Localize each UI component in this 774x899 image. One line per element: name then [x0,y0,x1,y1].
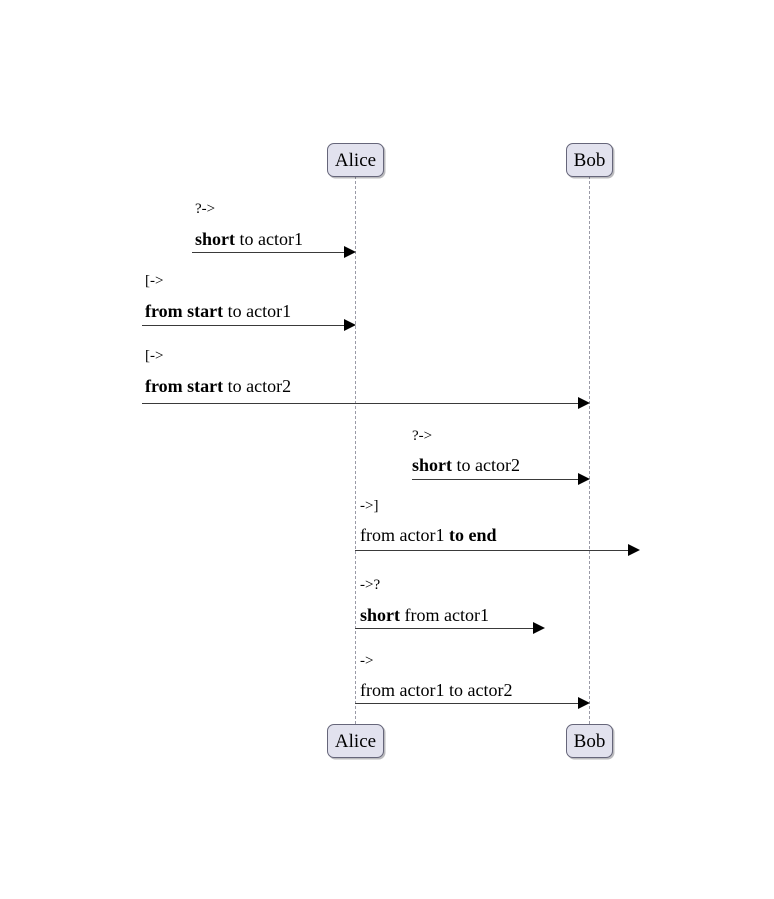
message-7-tag: -> [360,653,374,669]
actor-footer-bob[interactable]: Bob [566,724,613,758]
message-1-label-part-1: short [195,229,235,249]
message-2-arrowhead [344,319,356,331]
message-4-label: short to actor2 [412,456,520,474]
message-4-arrowhead [578,473,590,485]
message-2-label-part-1: from start [145,301,224,321]
message-3-arrowhead [578,397,590,409]
message-3-label-part-1: from start [145,376,224,396]
message-6-label: short from actor1 [360,606,489,624]
lifeline-bob [589,176,590,724]
message-4-tag: ?-> [412,428,433,444]
message-1-arrowhead [344,246,356,258]
message-5-label: from actor1 to end [360,526,496,544]
message-2-label-part-2: to actor1 [223,301,292,321]
message-6-label-part-1: short [360,605,400,625]
message-5-label-part-1: from actor1 [360,525,449,545]
message-6-label-part-2: from actor1 [400,605,489,625]
message-6-line[interactable] [355,628,533,629]
actor-header-alice-label: Alice [334,149,377,171]
message-6-tag: ->? [360,577,381,593]
actor-header-bob[interactable]: Bob [566,143,613,177]
message-5-tag: ->] [360,498,379,514]
message-3-label-part-2: to actor2 [223,376,292,396]
message-1-line[interactable] [192,252,344,253]
message-2-label: from start to actor1 [145,302,291,320]
actor-footer-bob-label: Bob [573,730,606,752]
message-3-tag: [-> [145,348,164,364]
message-1-label: short to actor1 [195,230,303,248]
message-2-tag: [-> [145,273,164,289]
message-5-line[interactable] [355,550,628,551]
message-1-label-part-2: to actor1 [235,229,303,249]
message-3-line[interactable] [142,403,578,404]
message-4-label-part-2: to actor2 [452,455,520,475]
message-4-line[interactable] [412,479,578,480]
message-7-arrowhead [578,697,590,709]
message-2-line[interactable] [142,325,344,326]
actor-header-alice[interactable]: Alice [327,143,384,177]
actor-header-bob-label: Bob [573,149,606,171]
message-6-arrowhead [533,622,545,634]
message-5-label-part-2: to end [448,525,497,545]
actor-footer-alice-label: Alice [334,730,377,752]
message-4-label-part-1: short [412,455,452,475]
message-7-label: from actor1 to actor2 [360,681,512,699]
message-7-line[interactable] [355,703,578,704]
actor-footer-alice[interactable]: Alice [327,724,384,758]
message-7-label-part-1: from actor1 to actor2 [360,680,513,700]
message-1-tag: ?-> [195,201,216,217]
message-3-label: from start to actor2 [145,377,291,395]
lifeline-alice [355,176,356,724]
message-5-arrowhead [628,544,640,556]
